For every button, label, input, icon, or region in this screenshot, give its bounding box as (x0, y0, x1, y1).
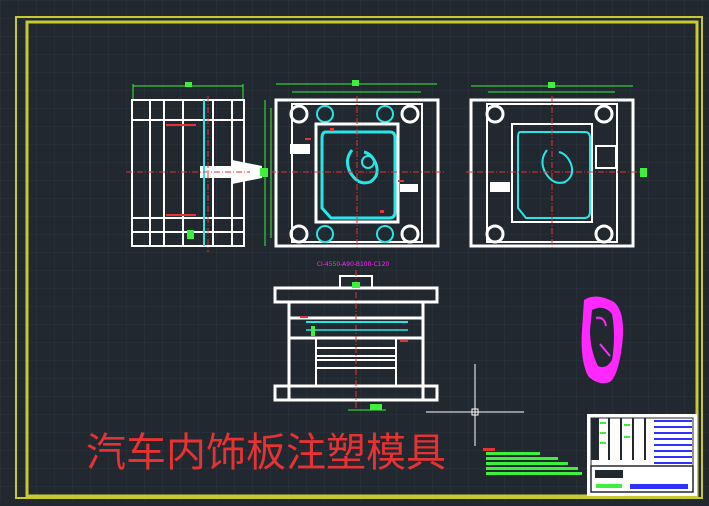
top-view[interactable] (262, 80, 444, 250)
title-block[interactable] (587, 414, 697, 496)
ucs-crosshair-icon[interactable] (426, 364, 524, 446)
drawing-frame (15, 16, 703, 499)
bottom-view[interactable] (466, 82, 647, 250)
title-underline-bars (486, 452, 582, 475)
part-3d-view[interactable] (581, 296, 623, 384)
drawing-title: 汽车内饰板注塑模具 (86, 430, 446, 476)
front-section-view[interactable] (273, 270, 439, 411)
spec-label: CI-4550-A90-B100-C120 (317, 261, 390, 268)
